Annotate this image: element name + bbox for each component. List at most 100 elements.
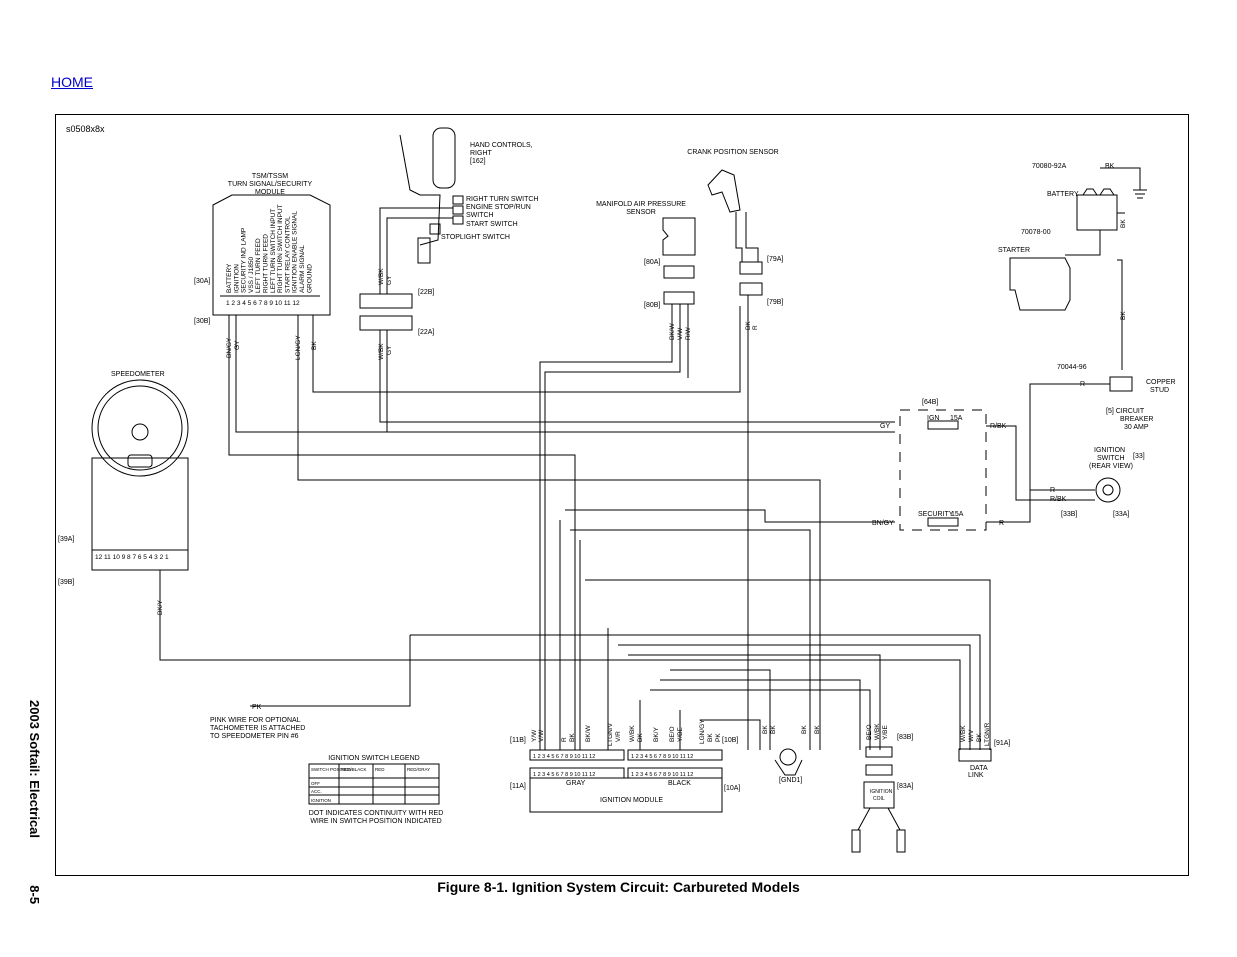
pink-wire-note-2: TACHOMETER IS ATTACHED [210,725,305,732]
wire-label-vw-map: V/W [677,327,684,340]
wire-label-bk-data: BK [976,733,983,742]
tsm-pin-label: RIGHT TURN SWITCH INPUT [277,204,284,293]
wire-label-bky-speedo: BK/Y [157,600,164,615]
data-link-label-1: DATA [970,765,988,772]
wire-label-lgngy-v: LGN/GY [295,335,302,360]
ground-label: [GND1] [779,777,802,784]
tsm-label-3: MODULE [255,189,285,196]
fuse-security-rating: 15A [951,511,964,518]
wire-label-rbk-switch: R/BK [1050,496,1067,503]
spark-plug-rear-icon [896,829,906,853]
wire-label-beo-mod: BE/O [669,726,676,742]
ignition-module-black-label: BLACK [668,780,691,787]
legend-row-ignition: IGNITION [311,798,331,803]
ref-79a: [79A] [767,256,783,263]
crank-sensor-icon [707,169,741,213]
wire-label-bk-v: BK [311,341,318,350]
wire-label-bk-battery: BK [1105,163,1115,170]
map-sensor-icon [662,217,696,256]
ref-79b: [79B] [767,299,783,306]
side-page-number: 8-5 [27,885,42,905]
wire-label-bk-gnd1: BK [762,725,769,734]
wire-label-bngy-v: BN/GY [226,337,233,358]
wire-label-bk-stud: BK [1120,311,1127,320]
hand-controls-label-2: RIGHT [470,150,493,157]
connector-10a-pins: 1 2 3 4 5 6 7 8 9 10 11 12 [631,772,693,778]
ref-80b: [80B] [644,302,660,309]
wire-label-bkw-map: BK/W [669,323,676,340]
wire-label-gy-lower: GY [386,345,393,355]
speedometer-label: SPEEDOMETER [111,371,165,378]
ref-91a: [91A] [994,740,1010,747]
map-sensor-label-2: SENSOR [626,209,656,216]
wire-label-ltgnr-data: LTGN/R [984,722,991,746]
wire-label-r-switch: R [1050,487,1055,494]
ignition-coil-icon [863,781,895,809]
connector-10b-pins: 1 2 3 4 5 6 7 8 9 10 11 12 [631,754,693,760]
wire-label-beo-coil: BE/O [866,724,873,740]
ignition-switch-label-2: SWITCH [1097,455,1125,462]
connector-22a [359,315,413,331]
copper-stud-icon [1109,376,1133,392]
pink-wire-note-3: TO SPEEDOMETER PIN #6 [210,733,299,740]
wire-label-r-security: R [999,520,1004,527]
fuse-security-label: SECURITY [918,511,954,518]
legend-header-red-black: RED/BLACK [341,767,367,772]
switch-label-engine-stop: ENGINE STOP/RUN [466,204,531,211]
speedometer-gauge [91,379,189,477]
wire-label-bk-mod3: BK [707,733,714,742]
ref-33b: [33B] [1061,511,1077,518]
wire-label-wbk-mod: W/BK [629,725,636,742]
wire-label-r-crank: R [752,325,759,330]
ignition-switch-legend [308,763,440,805]
battery-label: BATTERY [1047,191,1079,198]
tsm-pin-label: IGNITION ENABLE SIGNAL [292,211,299,293]
copper-stud-label-2: STUD [1150,387,1169,394]
legend-note-1: DOT INDICATES CONTINUITY WITH RED [309,810,444,817]
tsm-pin-label: BATTERY [226,263,233,293]
ignition-switch-icon [1095,477,1121,503]
hand-controls-label-3: [162] [470,158,486,165]
legend-header-position: SWITCH POSITION [311,767,352,772]
home-link[interactable]: HOME [51,74,93,90]
connector-22b [359,293,413,309]
legend-row-off: OFF [311,781,320,786]
wire-label-bk-mod2: BK [637,733,644,742]
wire-label-ybe-coil: Y/BE [882,725,889,740]
spark-plug-front-icon [851,829,861,853]
wire-label-bky-mod: BK/Y [653,727,660,742]
ref-64b: [64B] [922,399,938,406]
ref-39a: [39A] [58,536,74,543]
tsm-module-body [212,194,331,316]
ref-80a: [80A] [644,259,660,266]
wiring-harness [159,167,1141,750]
ref-39b: [39B] [58,579,74,586]
wire-label-wbk-data: W/BK [960,725,967,742]
tsm-pin-label: VSS / J1850 [248,256,255,293]
switch-label-stoplight: STOPLIGHT SWITCH [441,234,510,241]
data-link-connector [958,748,992,762]
connector-10b [627,749,723,761]
legend-row-acc: ACC. [311,789,322,794]
wire-label-vw-mod: V/W [538,729,545,742]
fuse-ign-label: IGN [927,415,939,422]
ground-connector-icon [779,748,797,766]
wire-label-wbk-upper: W/BK [378,268,385,285]
ground-symbol-icon [1133,189,1147,199]
speedometer-pin-numbers: 12 11 10 9 8 7 6 5 4 3 2 1 [95,554,169,561]
pink-wire-note-1: PINK WIRE FOR OPTIONAL [210,717,301,724]
ref-11a: [11A] [510,783,526,790]
connector-11b-pins: 1 2 3 4 5 6 7 8 9 10 11 12 [533,754,595,760]
breaker-label-1: [5] CIRCUIT [1106,408,1145,415]
battery-icon [1076,194,1118,231]
legend-header-red: RED [375,767,385,772]
wire-label-bk-gnd4: BK [814,725,821,734]
diagram-frame [55,114,1189,876]
switch-label-right-turn: RIGHT TURN SWITCH [466,196,538,203]
ignition-module-gray-label: GRAY [566,780,586,787]
tsm-pin-label: GROUND [306,264,313,293]
legend-note-2: WIRE IN SWITCH POSITION INDICATED [310,818,441,825]
wire-label-rbk: R/BK [990,423,1007,430]
battery-part-number: 70080-92A [1032,163,1067,170]
connector-83b [865,746,893,758]
